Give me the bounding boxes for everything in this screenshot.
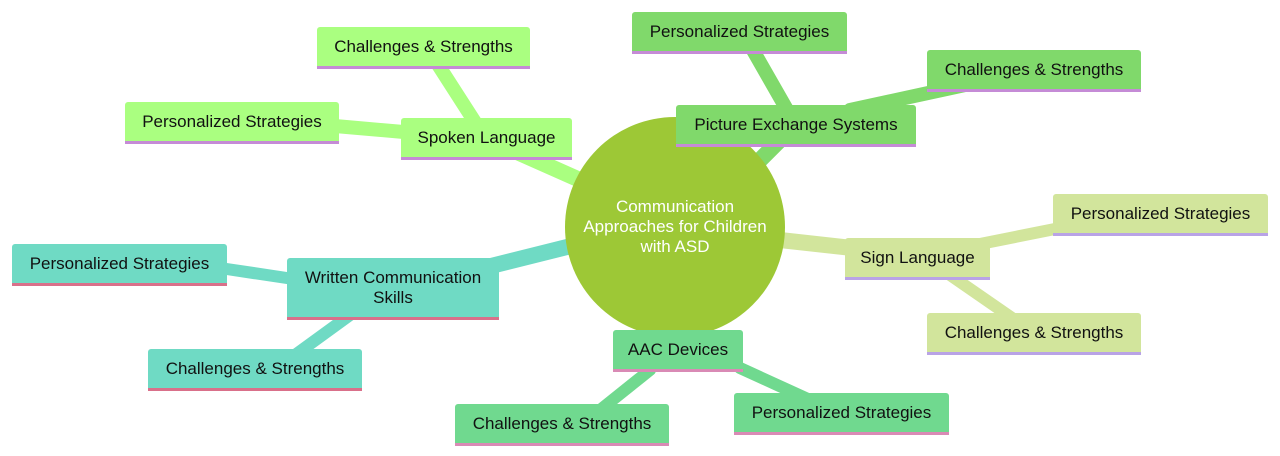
edge-written-challenges bbox=[289, 309, 356, 361]
branch-label: Picture Exchange Systems bbox=[694, 114, 898, 134]
node-sign-strategies[interactable]: Personalized Strategies bbox=[1053, 194, 1268, 236]
node-label: Personalized Strategies bbox=[1070, 203, 1251, 223]
branch-aac-devices[interactable]: AAC Devices bbox=[613, 330, 743, 372]
branch-spoken-language[interactable]: Spoken Language bbox=[401, 118, 572, 160]
node-label: Challenges & Strengths bbox=[944, 59, 1124, 79]
node-written-strategies[interactable]: Personalized Strategies bbox=[12, 244, 227, 286]
branch-label: Spoken Language bbox=[417, 127, 556, 147]
node-label: Personalized Strategies bbox=[649, 21, 830, 41]
edge-sign-challenges bbox=[944, 269, 1021, 326]
branch-written-communication-skills[interactable]: Written Communication Skills bbox=[287, 258, 499, 320]
node-label: Personalized Strategies bbox=[29, 253, 210, 273]
node-label: Personalized Strategies bbox=[751, 402, 932, 422]
node-label: Challenges & Strengths bbox=[165, 358, 345, 378]
node-spoken-challenges[interactable]: Challenges & Strengths bbox=[317, 27, 530, 69]
node-label: Challenges & Strengths bbox=[334, 36, 513, 56]
branch-label: Sign Language bbox=[860, 247, 975, 267]
node-label: Personalized Strategies bbox=[142, 111, 322, 131]
node-aac-challenges[interactable]: Challenges & Strengths bbox=[455, 404, 669, 446]
root-node[interactable]: Communication Approaches for Children wi… bbox=[565, 117, 785, 337]
node-written-challenges[interactable]: Challenges & Strengths bbox=[148, 349, 362, 391]
node-picture-challenges[interactable]: Challenges & Strengths bbox=[927, 50, 1141, 92]
root-label: Communication Approaches for Children wi… bbox=[583, 197, 767, 256]
branch-label: Written Communication Skills bbox=[304, 267, 482, 307]
node-sign-challenges[interactable]: Challenges & Strengths bbox=[927, 313, 1141, 355]
node-spoken-strategies[interactable]: Personalized Strategies bbox=[125, 102, 339, 144]
node-label: Challenges & Strengths bbox=[472, 413, 652, 433]
branch-label: AAC Devices bbox=[627, 339, 729, 359]
node-aac-strategies[interactable]: Personalized Strategies bbox=[734, 393, 949, 435]
node-label: Challenges & Strengths bbox=[944, 322, 1124, 342]
edge-aac-challenges bbox=[594, 364, 656, 416]
edge-picture-strategies bbox=[743, 38, 797, 122]
node-picture-strategies[interactable]: Personalized Strategies bbox=[632, 12, 847, 54]
edge-written-strategies bbox=[214, 262, 306, 286]
branch-sign-language[interactable]: Sign Language bbox=[845, 238, 990, 280]
branch-picture-exchange-systems[interactable]: Picture Exchange Systems bbox=[676, 105, 916, 147]
